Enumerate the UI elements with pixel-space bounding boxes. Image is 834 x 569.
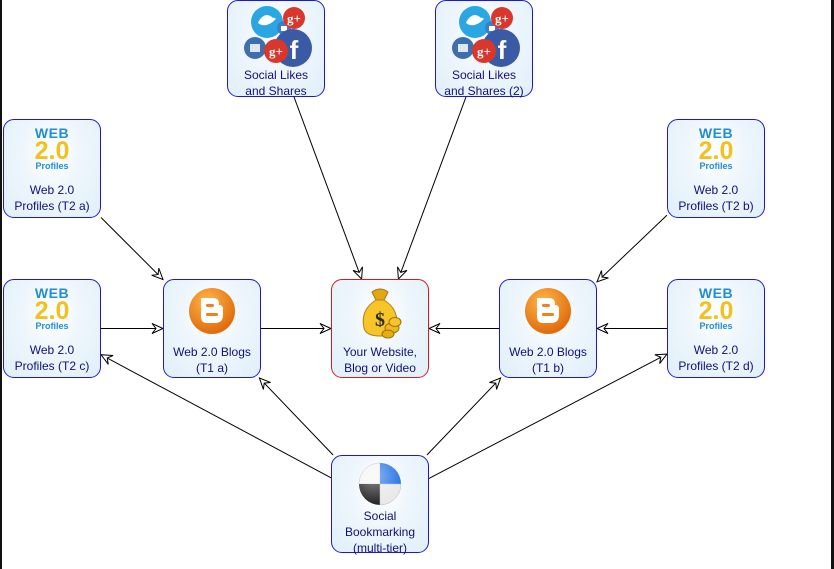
node-label: Web 2.0 Blogs (T1 a)	[173, 345, 251, 375]
web20-profiles-icon: WEB 2.0 Profiles	[698, 285, 734, 331]
blogger-icon	[525, 288, 571, 334]
node-web20-profiles-t2b[interactable]: WEB 2.0 Profiles Web 2.0 Profiles (T2 b)	[667, 119, 765, 218]
node-web20-blogs-t1b[interactable]: Web 2.0 Blogs (T1 b)	[499, 279, 597, 378]
node-web20-profiles-t2d[interactable]: WEB 2.0 Profiles Web 2.0 Profiles (T2 d)	[667, 279, 765, 378]
svg-text:g+: g+	[287, 11, 301, 26]
node-label: Web 2.0 Profiles (T2 b)	[678, 183, 754, 213]
web20-profiles-icon: WEB 2.0 Profiles	[34, 285, 70, 331]
node-label: Your Website, Blog or Video	[342, 345, 418, 375]
arrowhead-icon	[319, 323, 333, 334]
window-left-border	[0, 0, 2, 569]
node-label: Social Likes and Shares (2)	[444, 68, 524, 98]
svg-text:f: f	[290, 35, 299, 65]
arrowhead-icon	[99, 354, 114, 365]
arrowhead-icon	[427, 323, 441, 334]
arrowhead-icon	[596, 270, 609, 283]
node-social-likes-1[interactable]: g+ f g+ Social Likes and Shares	[227, 0, 325, 98]
arrowhead-icon	[151, 323, 165, 334]
arrowhead-icon	[654, 353, 669, 364]
delicious-icon	[358, 462, 402, 506]
web20-profiles-icon: WEB 2.0 Profiles	[698, 125, 734, 171]
node-label: Social Bookmarking (multi-tier)	[344, 509, 416, 555]
blogger-icon	[189, 288, 235, 334]
node-your-website[interactable]: $ Your Website, Blog or Video	[331, 279, 429, 378]
node-web20-profiles-t2a[interactable]: WEB 2.0 Profiles Web 2.0 Profiles (T2 a)	[3, 119, 101, 218]
edge-t2b-to-t1b	[596, 214, 668, 283]
edge-bookmark-to-t1b	[426, 377, 501, 456]
node-label: Web 2.0 Profiles (T2 a)	[14, 183, 90, 213]
edge-bookmark-to-t1a	[259, 377, 334, 456]
svg-text:$: $	[375, 309, 385, 331]
arrowhead-icon	[489, 377, 502, 390]
window-right-border	[831, 0, 834, 569]
arrowhead-icon	[258, 377, 271, 390]
node-web20-profiles-t2c[interactable]: WEB 2.0 Profiles Web 2.0 Profiles (T2 c)	[3, 279, 101, 378]
edge-social2-to-center	[397, 96, 467, 280]
arrowhead-icon	[352, 266, 363, 281]
edge-bookmark-to-t2d	[428, 353, 668, 479]
node-label: Web 2.0 Profiles (T2 d)	[678, 343, 754, 373]
web20-profiles-icon: WEB 2.0 Profiles	[34, 125, 70, 171]
node-label: Social Likes and Shares	[243, 68, 309, 98]
edge-bookmark-to-t2c	[100, 354, 332, 479]
social-media-icon: g+ f g+	[452, 6, 520, 67]
node-social-likes-2[interactable]: g+ f g+ Social Likes and Shares (2)	[435, 0, 533, 98]
arrowhead-icon	[595, 323, 609, 334]
arrowhead-icon	[151, 268, 164, 281]
edge-t2a-to-t1a	[100, 217, 164, 280]
node-social-bookmarking[interactable]: Social Bookmarking (multi-tier)	[331, 455, 429, 555]
edge-social1-to-center	[293, 96, 363, 280]
money-bag-icon: $	[362, 288, 402, 339]
social-media-icon: g+ f g+	[244, 6, 312, 67]
svg-text:f: f	[498, 35, 507, 65]
svg-text:g+: g+	[477, 44, 491, 59]
node-label: Web 2.0 Blogs (T1 b)	[509, 345, 587, 375]
arrowhead-icon	[397, 266, 408, 281]
svg-text:g+: g+	[269, 44, 283, 59]
svg-text:g+: g+	[495, 11, 509, 26]
node-web20-blogs-t1a[interactable]: Web 2.0 Blogs (T1 a)	[163, 279, 261, 378]
node-label: Web 2.0 Profiles (T2 c)	[14, 343, 90, 373]
